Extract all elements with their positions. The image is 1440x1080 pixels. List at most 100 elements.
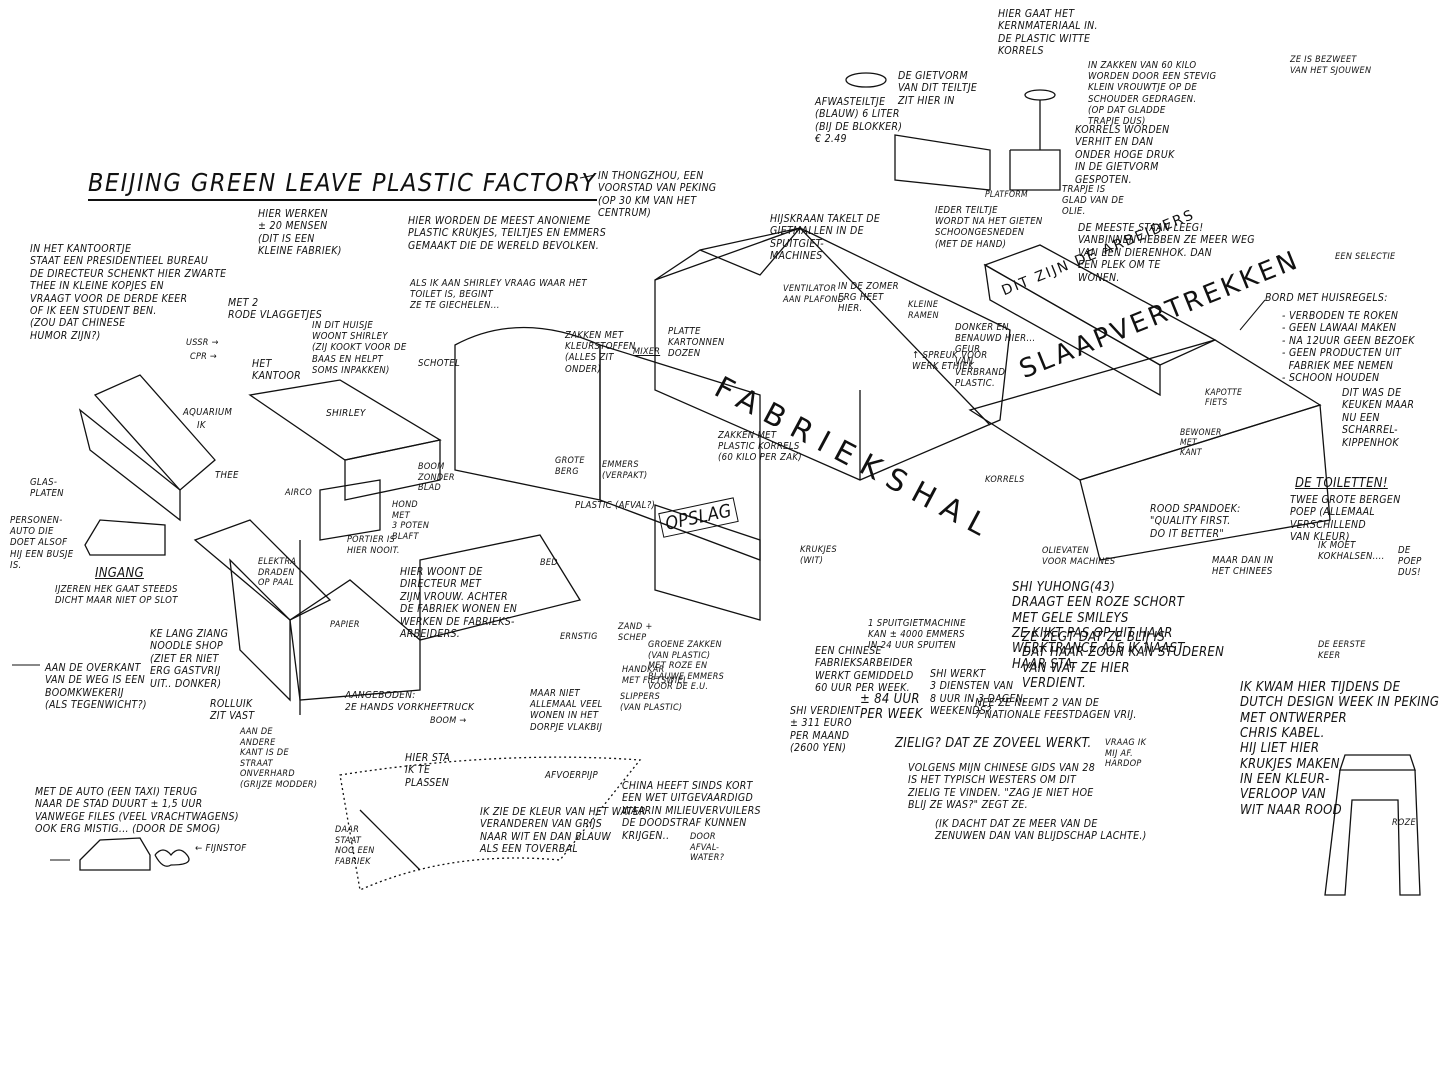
gate-note: IJZEREN HEK GAAT STEEDS DICHT MAAR NIET …	[55, 584, 178, 607]
chinese-note: MAAR DAN IN HET CHINEES	[1212, 555, 1274, 578]
toilet-question-note: ALS IK AAN SHIRLEY VRAAG WAAR HET TOILET…	[410, 278, 587, 312]
village-note: MAAR NIET ALLEMAAL VEEL WONEN IN HET DOR…	[530, 688, 603, 733]
pellets-label: KORRELS	[985, 475, 1025, 485]
opposite-side-note: AAN DE OVERKANT VAN DE WEG IS EEN BOOMKW…	[45, 662, 147, 712]
porter-label: PORTIER IS HIER NOOIT.	[347, 535, 400, 556]
factory-hall-drawing	[654, 226, 1011, 481]
sand-shovel-label: ZAND + SCHEP	[618, 622, 653, 643]
shirley-label: SHIRLEY	[326, 408, 366, 419]
office-note: IN HET KANTOORTJE STAAT EEN PRESIDENTIEE…	[30, 243, 227, 342]
nerves-note: (IK DACHT DAT ZE MEER VAN DE ZENUWEN DAN…	[935, 818, 1147, 843]
drain-pipe-label: AFVOERPIJP	[545, 770, 599, 781]
products-note: HIER WORDEN DE MEEST ANONIEME PLASTIC KR…	[408, 215, 607, 252]
other-factory-note: DAAR STAAT NOG EEN FABRIEK	[335, 825, 375, 867]
slippers-label: SLIPPERS (VAN PLASTIC)	[620, 692, 683, 713]
slippery-stairs-note: TRAPJE IS GLAD VAN DE OLIE.	[1062, 184, 1124, 218]
stools-label: KRUKJES (WIT)	[800, 545, 837, 566]
fine-dust-label: ← FIJNSTOF	[195, 843, 247, 854]
workers-note: HIER WERKEN ± 20 MENSEN (DIT IS EEN KLEI…	[258, 208, 342, 258]
bed-label: BED	[540, 558, 558, 568]
shirley-house-note: IN DIT HUISJE WOONT SHIRLEY (ZIJ KOOKT V…	[312, 320, 407, 376]
crane-note: HIJSKRAAN TAKELT DE GIETMALLEN IN DE SPU…	[770, 213, 881, 263]
dutch-design-note: IK KWAM HIER TIJDENS DE DUTCH DESIGN WEE…	[1240, 680, 1440, 818]
kitchen-note: DIT WAS DE KEUKEN MAAR NU EEN SCHARREL- …	[1342, 387, 1415, 449]
location-note: IN THONGZHOU, EEN VOORSTAD VAN PEKING (O…	[598, 170, 717, 220]
injection-machine-drawing	[845, 72, 1061, 191]
dye-bags-note: ZAKKEN MET KLEURSTOFFEN (ALLES ZIT ONDER…	[565, 330, 636, 375]
poop-indeed-note: DE POEP DUS!	[1398, 545, 1422, 579]
house-rules-title: BORD MET HUISREGELS:	[1265, 292, 1388, 304]
forklift-note: AANGEBODEN: 2E HANDS VORKHEFTRUCK	[345, 690, 475, 713]
core-material-note: HIER GAAT HET KERNMATERIAAL IN. DE PLAST…	[998, 8, 1098, 58]
annotation-arrows	[12, 174, 1266, 861]
street-note: AAN DE ANDERE KANT IS DE STRAAT ONVERHAR…	[240, 727, 318, 791]
ussr-label: USSR →	[186, 338, 219, 348]
dormitory-drawing	[968, 244, 1331, 561]
house-rules-list: - VERBODEN TE ROKEN - GEEN LAWAAI MAKEN …	[1282, 310, 1415, 384]
happy-note: ZE ZEGT DAT ZE BLIJ IS DAT HAAR ZOON KAN…	[1022, 630, 1225, 691]
plastic-waste-label: PLASTIC (AFVAL?)	[575, 500, 656, 511]
big-pile-label: GROTE BERG	[555, 456, 585, 477]
office-drawing	[78, 374, 442, 541]
waste-water-note: DOOR AFVAL- WATER?	[690, 832, 725, 864]
stool-drawing	[1324, 754, 1421, 896]
water-note: IK ZIE DE KLEUR VAN HET WATER VERANDEREN…	[480, 806, 646, 856]
empty-rooms-note: DE MEESTE STAAN LEEG! VANBINNEN HEBBEN Z…	[1078, 222, 1255, 284]
handcart-label: HANDKAR MET FIETSWIEL	[622, 665, 688, 686]
resident-label: BEWONER MET KANT	[1180, 428, 1222, 459]
serious-label: ERNSTIG	[560, 632, 598, 642]
shi-yuhong-note: SHI YUHONG(43) DRAAGT EEN ROZE SCHORT ME…	[1012, 580, 1185, 672]
me-label: IK	[197, 420, 206, 431]
tree-label: BOOM →	[430, 716, 467, 726]
poop-note: TWEE GROTE BERGEN POEP (ALLEMAAL VERSCHI…	[1290, 494, 1401, 544]
selection-label: EEN SELECTIE	[1335, 252, 1396, 262]
green-bags-note: GROENE ZAKKEN (VAN PLASTIC) MET ROZE EN …	[648, 640, 725, 693]
holidays-note: NEE ZE NEEMT 2 VAN DE 7 NATIONALE FEESTD…	[975, 697, 1137, 722]
bare-tree-label: BOOM ZONDER BLAD	[418, 462, 455, 494]
oil-drums-label: OLIEVATEN VOOR MACHINES	[1042, 546, 1116, 567]
pink-label: ROZE	[1392, 818, 1416, 828]
cpr-label: CPR →	[190, 352, 218, 362]
machine-capacity-note: 1 SPUITGIETMACHINE KAN ± 4000 EMMERS IN …	[868, 618, 966, 652]
entrance-label: INGANG	[95, 566, 144, 581]
fan-label: VENTILATOR AAN PLAFOND	[783, 284, 845, 305]
dog-label: HOND MET 3 POTEN BLAFT	[392, 500, 430, 542]
sweaty-note: ZE IS BEZWEET VAN HET SJOUWEN	[1290, 55, 1372, 76]
shifts-note: SHI WERKT 3 DIENSTEN VAN 8 UUR IN 3 DAGE…	[930, 668, 1027, 718]
toilets-label: DE TOILETTEN!	[1295, 476, 1388, 491]
taxi-note: MET DE AUTO (EEN TAXI) TERUG NAAR DE STA…	[35, 786, 239, 836]
stream-drawing	[339, 756, 642, 891]
shutter-note: ROLLUIK ZIT VAST	[210, 698, 255, 723]
banner-note: ROOD SPANDOEK: "QUALITY FIRST. DO IT BET…	[1150, 503, 1241, 540]
small-windows-label: KLEINE RAMEN	[908, 300, 939, 321]
trimming-note: IEDER TEILTJE WORDT NA HET GIETEN SCHOON…	[935, 205, 1043, 250]
wonder-note: VRAAG IK MIJ AF. HARDOP	[1105, 738, 1147, 770]
tea-label: THEE	[215, 470, 239, 481]
average-hours-note: EEN CHINESE FABRIEKSARBEIDER WERKT GEMID…	[815, 645, 914, 695]
wash-basin-note: AFWASTEILTJE (BLAUW) 6 LITER (BIJ DE BLO…	[815, 96, 903, 146]
stuffy-note: DONKER EN BENAUWD HIER... GEUR VAN VERBR…	[955, 322, 1036, 390]
flags-note: MET 2 RODE VLAGGETJES	[228, 297, 323, 322]
buckets-label: EMMERS (VERPAKT)	[602, 460, 648, 481]
broken-bike-label: KAPOTTE FIETS	[1205, 388, 1243, 409]
mixer-label: MIXER	[633, 347, 661, 357]
page-title: BEIJING GREEN LEAVE PLASTIC FACTORY	[88, 168, 597, 201]
storage-hall-drawing	[454, 326, 761, 621]
director-note: HIER WOONT DE DIRECTEUR MET ZIJN VROUW. …	[400, 566, 518, 640]
car-drawing	[79, 519, 190, 871]
pee-note: HIER STA IK TE PLASSEN	[405, 752, 451, 789]
noodle-shop-note: KE LANG ZIANG NOODLE SHOP (ZIET ER NIET …	[150, 628, 229, 690]
paper-label: PAPIER	[330, 620, 360, 630]
hours-per-week: ± 84 UUR PER WEEK	[860, 692, 923, 723]
bags-60kg-note: IN ZAKKEN VAN 60 KILO WORDEN DOOR EEN ST…	[1088, 60, 1217, 128]
electric-wires-label: ELEKTRA DRADEN OP PAAL	[258, 557, 297, 589]
pity-note: ZIELIG? DAT ZE ZOVEEL WERKT.	[895, 736, 1092, 751]
slogan-note: ↑ SPREUK VOOR WERK ETHIEK	[912, 350, 988, 373]
boxes-label: PLATTE KARTONNEN DOZEN	[668, 326, 725, 360]
dish-label: SCHOTEL	[418, 358, 461, 369]
guide-note: VOLGENS MIJN CHINESE GIDS VAN 28 IS HET …	[908, 762, 1096, 812]
airco-label: AIRCO	[285, 488, 313, 498]
salary-note: SHI VERDIENT ± 311 EURO PER MAAND (2600 …	[790, 705, 861, 755]
gag-note: IK MOET KOKHALSEN....	[1318, 540, 1385, 563]
